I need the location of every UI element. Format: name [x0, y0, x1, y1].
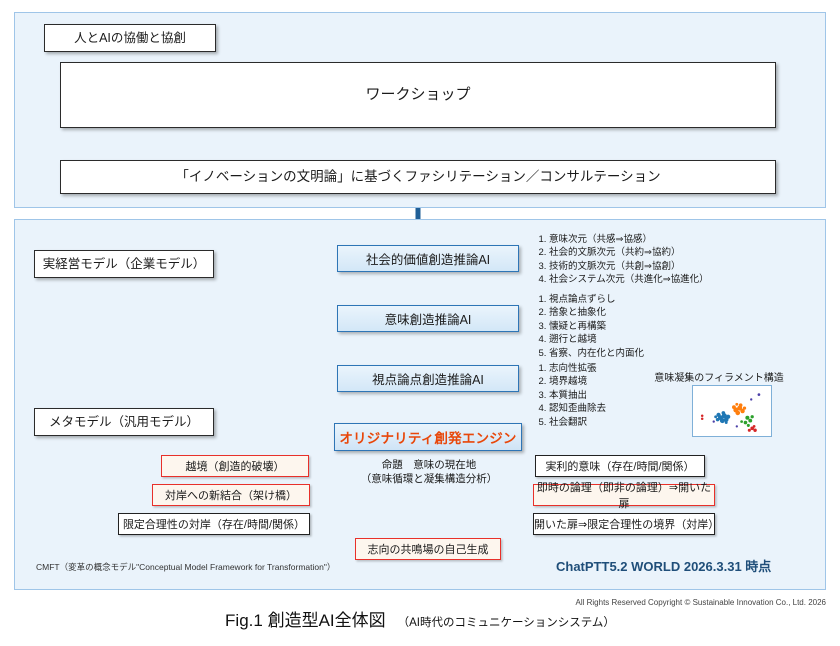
- list-item: 境界越境: [549, 375, 606, 388]
- copyright-text: All Rights Reserved Copyright © Sustaina…: [575, 598, 826, 607]
- originality-engine-box: オリジナリティ創発エンジン: [334, 423, 522, 451]
- ai-box-viewpoint-creation-label: 視点論点創造推論AI: [372, 373, 484, 387]
- list-item: 捨象と抽象化: [549, 306, 644, 319]
- workshop-box: ワークショップ: [60, 62, 776, 128]
- ai-box-viewpoint-creation: 視点論点創造推論AI: [337, 365, 519, 392]
- originality-engine-label: オリジナリティ創発エンジン: [339, 431, 517, 446]
- business-model-box: 実経営モデル（企業モデル）: [34, 250, 214, 278]
- filament-scatter-thumbnail: [692, 385, 772, 437]
- ai-box-social-value-label: 社会的価値創造推論AI: [365, 253, 491, 267]
- box-resonance-field-self-generation: 志向の共鳴場の自己生成: [355, 538, 501, 560]
- figure-caption-sub: （AI時代のコミュニケーションシステム）: [397, 617, 615, 629]
- list-viewpoint-creation-methods: 志向性拡張 境界越境 本質抽出 認知歪曲除去 社会翻訳: [533, 362, 606, 429]
- panel-title-tag-label: 人とAIの協働と協創: [74, 30, 186, 45]
- list-item: 遡行と越境: [549, 333, 644, 346]
- box-bounded-rationality-opposite: 限定合理性の対岸（存在/時間/関係）: [118, 513, 310, 535]
- list-social-value-dimensions: 意味次元（共感⇒協感） 社会的文脈次元（共約⇒協約） 技術的文脈次元（共創⇒協創…: [533, 233, 709, 287]
- scatter-plot-icon: [700, 393, 761, 432]
- ai-box-meaning-creation: 意味創造推論AI: [337, 305, 519, 332]
- list-item: 意味次元（共感⇒協感）: [549, 233, 709, 246]
- list-item: 認知歪曲除去: [549, 402, 606, 415]
- list-meaning-creation-methods: 視点論点ずらし 捨象と抽象化 懐疑と再構築 遡行と越境 省察、内在化と内面化: [533, 293, 644, 360]
- panel-title-tag: 人とAIの協働と協創: [44, 24, 216, 52]
- meta-model-label: メタモデル（汎用モデル）: [48, 414, 199, 429]
- facilitation-label: 「イノベーションの文明論」に基づくファシリテーション／コンサルテーション: [175, 168, 661, 184]
- figure-caption: Fig.1 創造型AI全体図 （AI時代のコミュニケーションシステム）: [0, 606, 840, 631]
- proposition-line-1: 命題 意味の現在地: [381, 459, 477, 471]
- proposition-text: 命題 意味の現在地 （意味循環と凝集構造分析）: [334, 458, 524, 486]
- list-item: 社会的文脈次元（共約⇒協約）: [549, 246, 709, 259]
- list-item: 懐疑と再構築: [549, 320, 644, 333]
- ai-box-meaning-creation-label: 意味創造推論AI: [384, 313, 472, 327]
- figure-caption-main: Fig.1 創造型AI全体図: [225, 611, 386, 630]
- box-open-door-boundary: 開いた扉⇒限定合理性の境界（対岸）: [533, 513, 719, 535]
- ai-box-social-value: 社会的価値創造推論AI: [337, 245, 519, 272]
- box-new-combination-bridge: 対岸への新結合（架け橋）: [152, 484, 310, 506]
- list-item: 本質抽出: [549, 389, 606, 402]
- box-ekkyo-creative-destruction: 越境（創造的破壊）: [161, 455, 309, 477]
- box-immediate-logic-open-door: 即時の論理（即非の論理）⇒開いた扉: [533, 482, 715, 510]
- filament-structure-label: 意味凝集のフィラメント構造: [654, 373, 784, 384]
- list-item: 社会システム次元（共進化⇒協進化）: [549, 273, 709, 286]
- box-practical-meaning: 実利的意味（存在/時間/関係）: [535, 455, 705, 477]
- list-item: 省察、内在化と内面化: [549, 347, 644, 360]
- version-note: ChatPTT5.2 WORLD 2026.3.31 時点: [556, 559, 772, 574]
- list-item: 志向性拡張: [549, 362, 606, 375]
- cmft-note: CMFT（変革の概念モデル"Conceptual Model Framework…: [36, 562, 336, 572]
- list-item: 視点論点ずらし: [549, 293, 644, 306]
- list-item: 社会翻訳: [549, 416, 606, 429]
- proposition-line-2: （意味循環と凝集構造分析）: [360, 473, 498, 486]
- workshop-label: ワークショップ: [365, 86, 471, 103]
- business-model-label: 実経営モデル（企業モデル）: [42, 256, 206, 271]
- facilitation-box: 「イノベーションの文明論」に基づくファシリテーション／コンサルテーション: [60, 160, 776, 194]
- list-item: 技術的文脈次元（共創⇒協創）: [549, 260, 709, 273]
- meta-model-box: メタモデル（汎用モデル）: [34, 408, 214, 436]
